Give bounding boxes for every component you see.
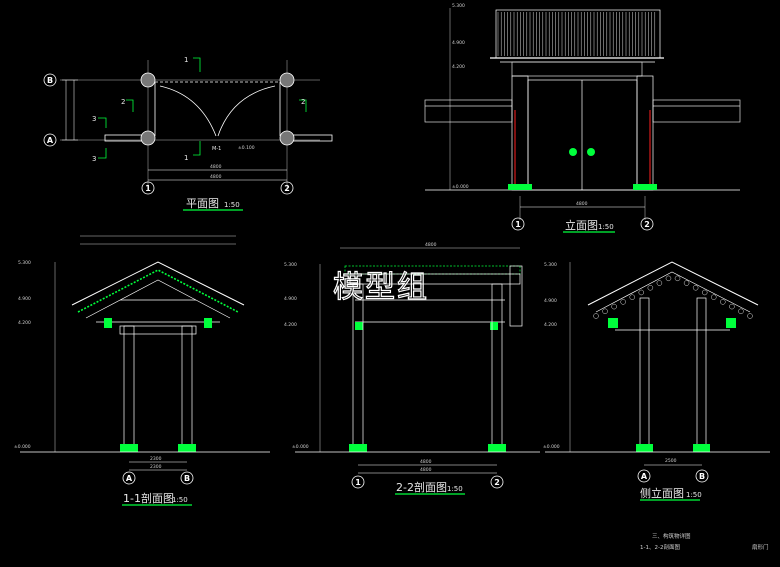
side-level-zero: ±0.000 [543,444,560,450]
section11-title: 1-1剖面图 [123,491,174,505]
drawing-stamp: 扇形门 [752,543,769,551]
elev-level-3: 4.200 [452,64,465,70]
column-marker [279,72,295,88]
note-line-1: 三、构筑物详图 [652,532,691,540]
side-level-2: 4.900 [544,298,557,304]
axis-b-label: B [47,76,53,85]
s1-level-zero: ±0.000 [14,444,31,450]
side-level-1: 5.300 [544,262,557,268]
s1-level-3: 4.200 [18,320,31,326]
elev-axis-1: 1 [515,220,521,229]
column-marker [140,72,156,88]
side-axis-b: B [699,472,705,481]
section22-title: 2-2剖面图 [396,480,447,494]
elevation-scale: 1:50 [598,223,614,231]
cut-label-2-left: 2 [121,98,125,106]
door-tag: M-1 [212,146,221,152]
axis-2-label: 2 [284,184,290,193]
note-line-2: 1-1、2-2剖面图 [640,543,680,551]
elev-axis-2: 2 [644,220,650,229]
s2-axis-2: 2 [494,478,500,487]
s2-level-2: 4.900 [284,296,297,302]
side-dim: 2500 [665,458,677,464]
side-axis-a: A [641,472,648,481]
section11-scale: 1:50 [172,496,188,504]
s2-dim-top: 4800 [425,242,437,248]
cut-label-2-right: 2 [301,98,305,106]
side-elevation [545,261,770,501]
axis-1-label: 1 [145,184,151,193]
cut-label-3-bottom: 3 [92,155,96,163]
elevation-title: 立面图 [565,218,598,232]
s1-dim: 2300 [150,456,162,462]
section-2-2 [295,247,540,495]
s2-axis-1: 1 [355,478,361,487]
axis-a-label: A [47,136,54,145]
s1-dim-2: 2300 [150,464,162,470]
front-elevation [424,8,741,233]
s2-level-3: 4.200 [284,322,297,328]
side-level-3: 4.200 [544,322,557,328]
section-1-1 [20,235,270,506]
cut-label-3-top: 3 [92,115,96,123]
elev-level-2: 4.900 [452,40,465,46]
side-title: 侧立面图 [640,486,684,500]
plan-scale: 1:50 [224,201,240,209]
side-scale: 1:50 [686,491,702,499]
s2-level-zero: ±0.000 [292,444,309,450]
s1-level-2: 4.900 [18,296,31,302]
cut-label-1-bottom: 1 [184,154,188,162]
s1-axis-b: B [184,474,190,483]
plan-columns [140,72,295,146]
s2-dim-2: 4800 [420,467,432,473]
plan-axis-bubbles: B A 1 2 [43,73,294,195]
column-marker [279,130,295,146]
column-marker [140,130,156,146]
plan-elevation: ±0.100 [238,145,255,151]
plan-title: 平面图 [186,197,219,210]
plan-dim-total: 4800 [210,174,222,180]
s2-dim: 4800 [420,459,432,465]
door-knocker-right [587,148,595,156]
section22-scale: 1:50 [447,485,463,493]
watermark: 模型组 [333,270,429,305]
s2-level-1: 5.300 [284,262,297,268]
s1-level-1: 5.300 [18,260,31,266]
elev-level-zero: ±0.000 [452,184,469,190]
door-knocker-left [569,148,577,156]
s1-axis-a: A [126,474,133,483]
elev-level-1: 5.300 [452,3,465,9]
elev-dim: 4800 [576,201,588,207]
plan-dim-inner: 4800 [210,164,222,170]
cut-label-1-top: 1 [184,56,188,64]
